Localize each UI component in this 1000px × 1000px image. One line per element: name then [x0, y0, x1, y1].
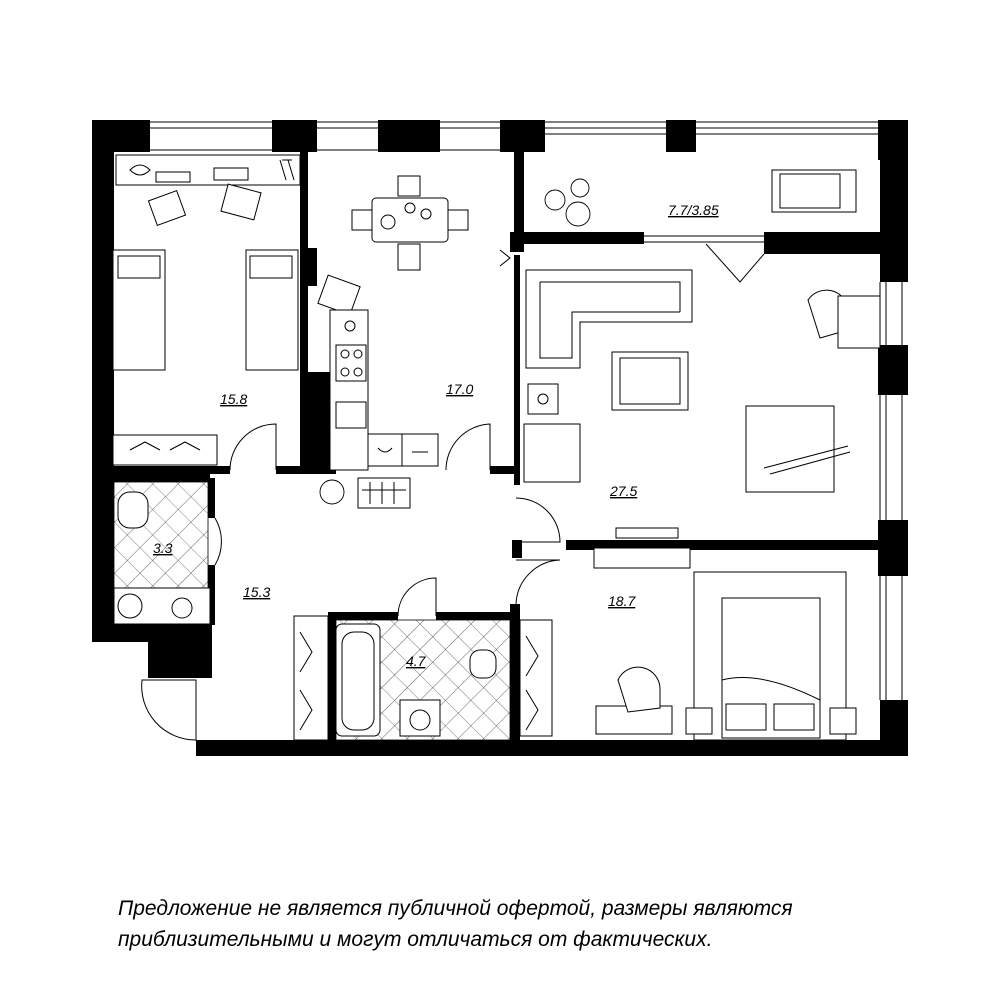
area-bathroom: 4.7 [406, 653, 427, 669]
area-bedroom-right: 18.7 [608, 593, 636, 609]
bedroom-left-furniture [112, 154, 301, 466]
hall [293, 477, 411, 741]
floor-plan: 15.8 17.0 7.7/3.85 27.5 3.3 15.3 4.7 18.… [92, 120, 908, 756]
area-living-room: 27.5 [609, 483, 637, 499]
wc [113, 481, 211, 625]
room-labels: 15.8 17.0 7.7/3.85 27.5 3.3 15.3 4.7 18.… [153, 202, 719, 669]
area-balcony: 7.7/3.85 [668, 202, 719, 218]
doors [141, 243, 765, 741]
disclaimer-line-1: Предложение не является публичной оферто… [118, 897, 793, 920]
area-wc: 3.3 [153, 540, 173, 556]
area-kitchen: 17.0 [446, 381, 473, 397]
bathroom [335, 619, 511, 741]
living-room-furniture [523, 269, 881, 539]
kitchen-furniture [317, 175, 469, 471]
area-hall: 15.3 [243, 584, 270, 600]
bedroom-right-furniture [519, 547, 857, 741]
balcony-furniture [544, 169, 857, 227]
area-bedroom-left: 15.8 [220, 391, 247, 407]
disclaimer-line-2: приблизительными и могут отличаться от ф… [118, 928, 713, 951]
disclaimer: Предложение не является публичной оферто… [118, 893, 918, 955]
